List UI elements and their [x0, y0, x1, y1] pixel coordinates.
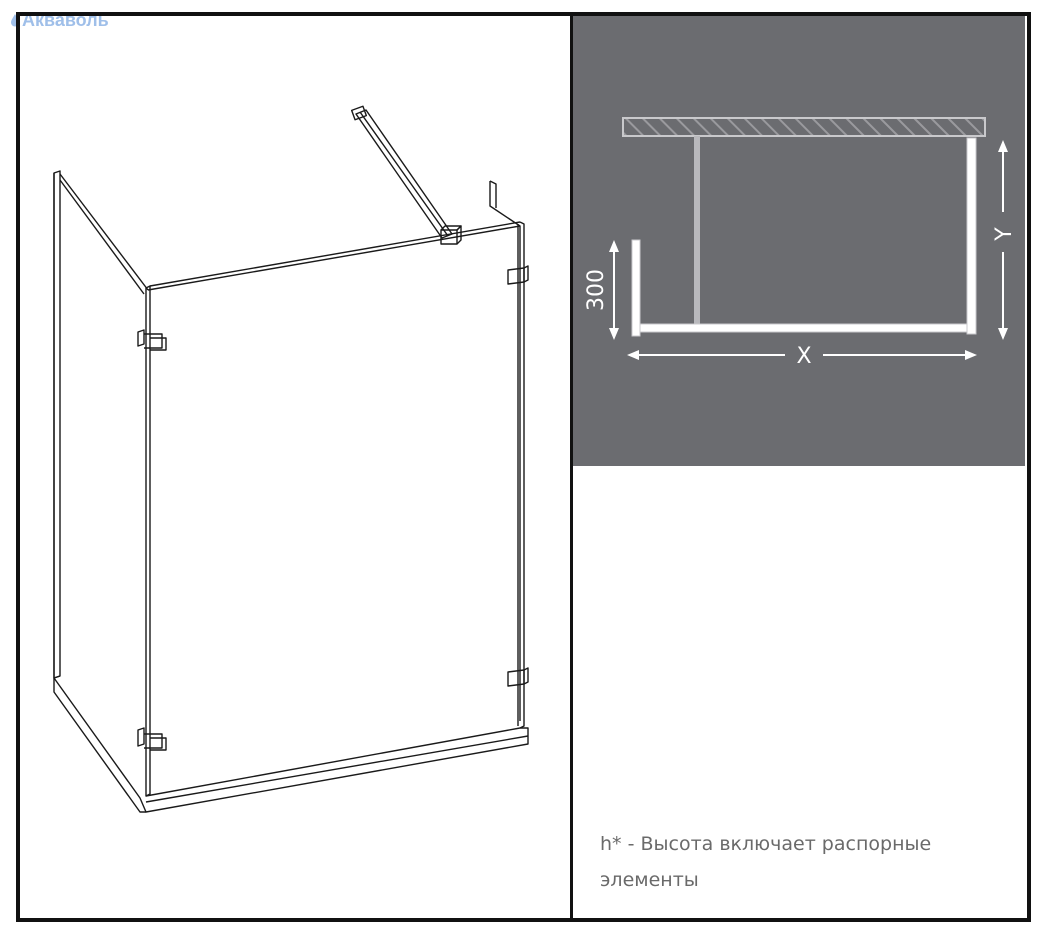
- hinge-lower-left: [137, 727, 167, 751]
- note-line-2: элементы: [600, 869, 699, 891]
- hinge-lower-right: [507, 667, 529, 687]
- outer-frame: [16, 12, 1031, 922]
- shower-tray: [53, 677, 529, 813]
- plan-view-diagram: 300 Y X: [584, 117, 1017, 369]
- back-panel-top-edge: [147, 225, 521, 291]
- plan-front-panel: [639, 323, 971, 333]
- wall-hatched: [622, 117, 986, 137]
- shower-enclosure-illustration: [53, 105, 529, 813]
- plan-left-return-panel: [631, 239, 641, 337]
- front-glass-panel: [145, 285, 151, 797]
- right-rear-glass: [489, 181, 521, 721]
- plan-view-panel: 300 Y X: [573, 16, 1025, 466]
- left-side-glass: [53, 170, 61, 679]
- dim-y-arrow: [998, 140, 1008, 340]
- height-note: h* - Высота включает распорные элементы: [600, 826, 1000, 898]
- dim-x-arrow: [627, 350, 977, 360]
- dim-300-arrow: [609, 240, 619, 340]
- plan-stabilizer-bar: [694, 136, 700, 330]
- shower-enclosure-drawing: [20, 16, 570, 918]
- plan-right-panel: [966, 137, 977, 335]
- dim-y-label: Y: [992, 227, 1017, 242]
- dim-x-label: X: [796, 344, 811, 369]
- hinge-upper-right: [507, 265, 529, 285]
- left-wall-profile: [53, 173, 61, 679]
- hinge-upper-left: [137, 329, 167, 351]
- panel-divider: [570, 16, 573, 918]
- stabilizer-bar: [355, 109, 453, 239]
- dim-300-label: 300: [584, 269, 609, 311]
- note-line-1: h* - Высота включает распорные: [600, 833, 932, 855]
